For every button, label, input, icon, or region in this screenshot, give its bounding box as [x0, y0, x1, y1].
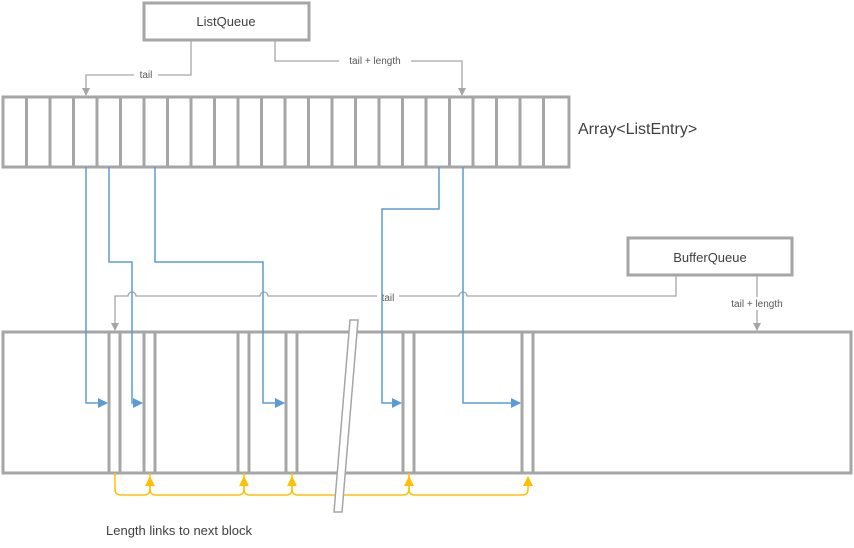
buffer-entry-markers	[107, 332, 535, 473]
buffer-block	[1, 330, 853, 475]
list-tail-length-label-bg	[339, 53, 411, 67]
listqueue-box	[142, 1, 311, 42]
array-label: Array<ListEntry>	[578, 121, 697, 138]
buffer-tail-length-label: tail + length	[731, 299, 782, 310]
array-cell-dividers	[25, 97, 545, 167]
buffer-tail-length-label-bg	[720, 297, 792, 310]
list-tail-length-connector	[274, 40, 466, 96]
entry-link-5	[462, 167, 521, 408]
length-link-2	[149, 473, 249, 496]
buffer-tail-connector	[111, 275, 677, 331]
list-tail-length-label: tail + length	[349, 56, 400, 67]
entry-link-4	[381, 167, 440, 408]
length-link-4	[291, 473, 414, 496]
listqueue-label: ListQueue	[196, 14, 255, 29]
entry-link-2	[108, 167, 143, 408]
break-marker	[333, 319, 359, 513]
length-link-3	[243, 473, 297, 496]
entry-link-3	[154, 167, 285, 408]
length-links-caption: Length links to next block	[106, 523, 252, 538]
length-links	[114, 473, 533, 496]
entry-link-1	[85, 167, 108, 408]
list-tail-label: tail	[140, 70, 153, 81]
buffer-outline	[1, 330, 853, 475]
length-link-5	[408, 473, 533, 496]
length-link-1	[114, 473, 155, 496]
array-list-entry	[1, 95, 571, 169]
buffer-tail-label: tail	[382, 293, 395, 304]
list-tail-label-bg	[134, 67, 158, 81]
bufferqueue-label: BufferQueue	[673, 250, 746, 265]
bufferqueue-box	[626, 236, 794, 277]
entry-pointer-links	[85, 167, 521, 408]
